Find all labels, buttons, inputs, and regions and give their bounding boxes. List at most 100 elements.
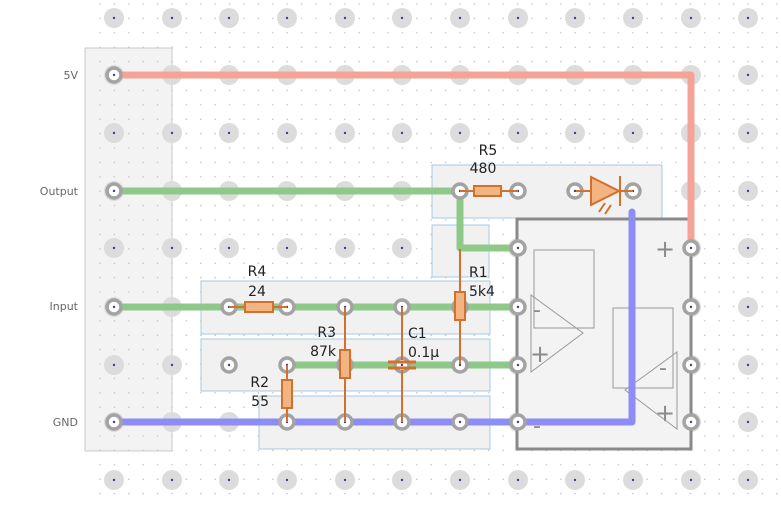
grid-dot bbox=[243, 204, 245, 207]
grid-dot bbox=[286, 334, 289, 337]
grid-dot bbox=[315, 147, 317, 149]
grid-dot bbox=[516, 3, 519, 5]
r3-ref-label: R3 bbox=[317, 325, 336, 341]
grid-dot bbox=[776, 132, 778, 135]
grid-dot bbox=[718, 204, 720, 207]
grid-dot bbox=[228, 89, 231, 92]
grid-dot bbox=[200, 46, 202, 48]
grid-dot bbox=[344, 118, 346, 120]
grid-dot bbox=[444, 219, 447, 221]
grid-dot bbox=[718, 276, 720, 279]
grid-dot bbox=[761, 75, 764, 77]
rail-label-gnd: GND bbox=[52, 416, 78, 429]
grid-dot bbox=[430, 492, 433, 495]
grid-dot bbox=[545, 17, 548, 20]
grid-dot bbox=[142, 60, 144, 63]
grid-dot bbox=[214, 262, 216, 265]
grid-dot bbox=[243, 276, 245, 279]
grid-dot bbox=[142, 348, 144, 351]
grid-dot bbox=[732, 248, 735, 250]
grid-dot bbox=[761, 262, 764, 265]
pad-center bbox=[112, 16, 116, 20]
grid-dot bbox=[171, 3, 173, 5]
pad-center bbox=[573, 16, 577, 20]
grid-dot bbox=[315, 233, 317, 236]
grid-dot bbox=[675, 464, 677, 466]
pad-center bbox=[285, 478, 289, 482]
grid-dot bbox=[502, 348, 505, 351]
grid-dot bbox=[401, 147, 404, 149]
grid-dot bbox=[214, 406, 216, 409]
grid-dot bbox=[200, 104, 202, 106]
grid-dot bbox=[185, 60, 188, 63]
grid-dot bbox=[761, 334, 764, 337]
grid-dot bbox=[660, 478, 663, 481]
grid-dot bbox=[200, 118, 202, 120]
grid-dot bbox=[185, 291, 188, 293]
grid-dot bbox=[704, 233, 706, 236]
grid-dot bbox=[603, 60, 605, 63]
grid-dot bbox=[171, 320, 173, 322]
pad-center bbox=[746, 363, 750, 367]
grid-dot bbox=[747, 464, 749, 466]
grid-dot bbox=[574, 464, 576, 466]
net-pad-center bbox=[516, 305, 520, 309]
grid-dot bbox=[344, 262, 346, 265]
grid-dot bbox=[488, 334, 490, 337]
pad-center bbox=[170, 16, 174, 20]
grid-dot bbox=[488, 478, 490, 481]
grid-dot bbox=[372, 233, 375, 236]
grid-dot bbox=[502, 276, 505, 279]
grid-dot bbox=[344, 32, 346, 34]
grid-dot bbox=[185, 219, 188, 221]
grid-dot bbox=[646, 60, 648, 63]
grid-dot bbox=[257, 219, 260, 221]
grid-dot bbox=[128, 147, 130, 149]
grid-dot bbox=[329, 233, 332, 236]
grid-dot bbox=[732, 60, 735, 63]
grid-dot bbox=[300, 60, 303, 63]
grid-dot bbox=[761, 3, 764, 5]
grid-dot bbox=[214, 46, 216, 48]
grid-dot bbox=[718, 320, 720, 322]
grid-dot bbox=[387, 17, 389, 20]
grid-dot bbox=[315, 392, 317, 394]
grid-dot bbox=[214, 248, 216, 250]
grid-dot bbox=[128, 219, 130, 221]
grid-dot bbox=[416, 449, 418, 452]
grid-dot bbox=[747, 204, 749, 207]
grid-dot bbox=[718, 334, 720, 337]
grid-dot bbox=[185, 161, 188, 164]
grid-dot bbox=[416, 147, 418, 149]
grid-dot bbox=[272, 276, 274, 279]
grid-dot bbox=[646, 478, 648, 481]
grid-dot bbox=[747, 46, 749, 48]
grid-dot bbox=[430, 132, 433, 135]
grid-dot bbox=[156, 334, 159, 337]
pad-center bbox=[112, 478, 116, 482]
grid-dot bbox=[732, 478, 735, 481]
grid-dot bbox=[732, 492, 735, 495]
grid-dot bbox=[329, 176, 332, 178]
grid-dot bbox=[718, 118, 720, 120]
grid-dot bbox=[300, 464, 303, 466]
grid-dot bbox=[732, 118, 735, 120]
grid-dot bbox=[444, 464, 447, 466]
grid-dot bbox=[516, 46, 519, 48]
grid-dot bbox=[761, 132, 764, 135]
grid-dot bbox=[704, 464, 706, 466]
grid-dot bbox=[387, 89, 389, 92]
grid-dot bbox=[185, 248, 188, 250]
grid-dot bbox=[372, 3, 375, 5]
grid-dot bbox=[718, 248, 720, 250]
grid-dot bbox=[459, 464, 461, 466]
grid-dot bbox=[358, 248, 361, 250]
grid-dot bbox=[99, 291, 101, 293]
grid-dot bbox=[358, 32, 361, 34]
grid-dot bbox=[718, 32, 720, 34]
grid-dot bbox=[99, 118, 101, 120]
grid-dot bbox=[185, 118, 188, 120]
grid-dot bbox=[315, 46, 317, 48]
grid-dot bbox=[776, 60, 778, 63]
grid-dot bbox=[272, 17, 274, 20]
